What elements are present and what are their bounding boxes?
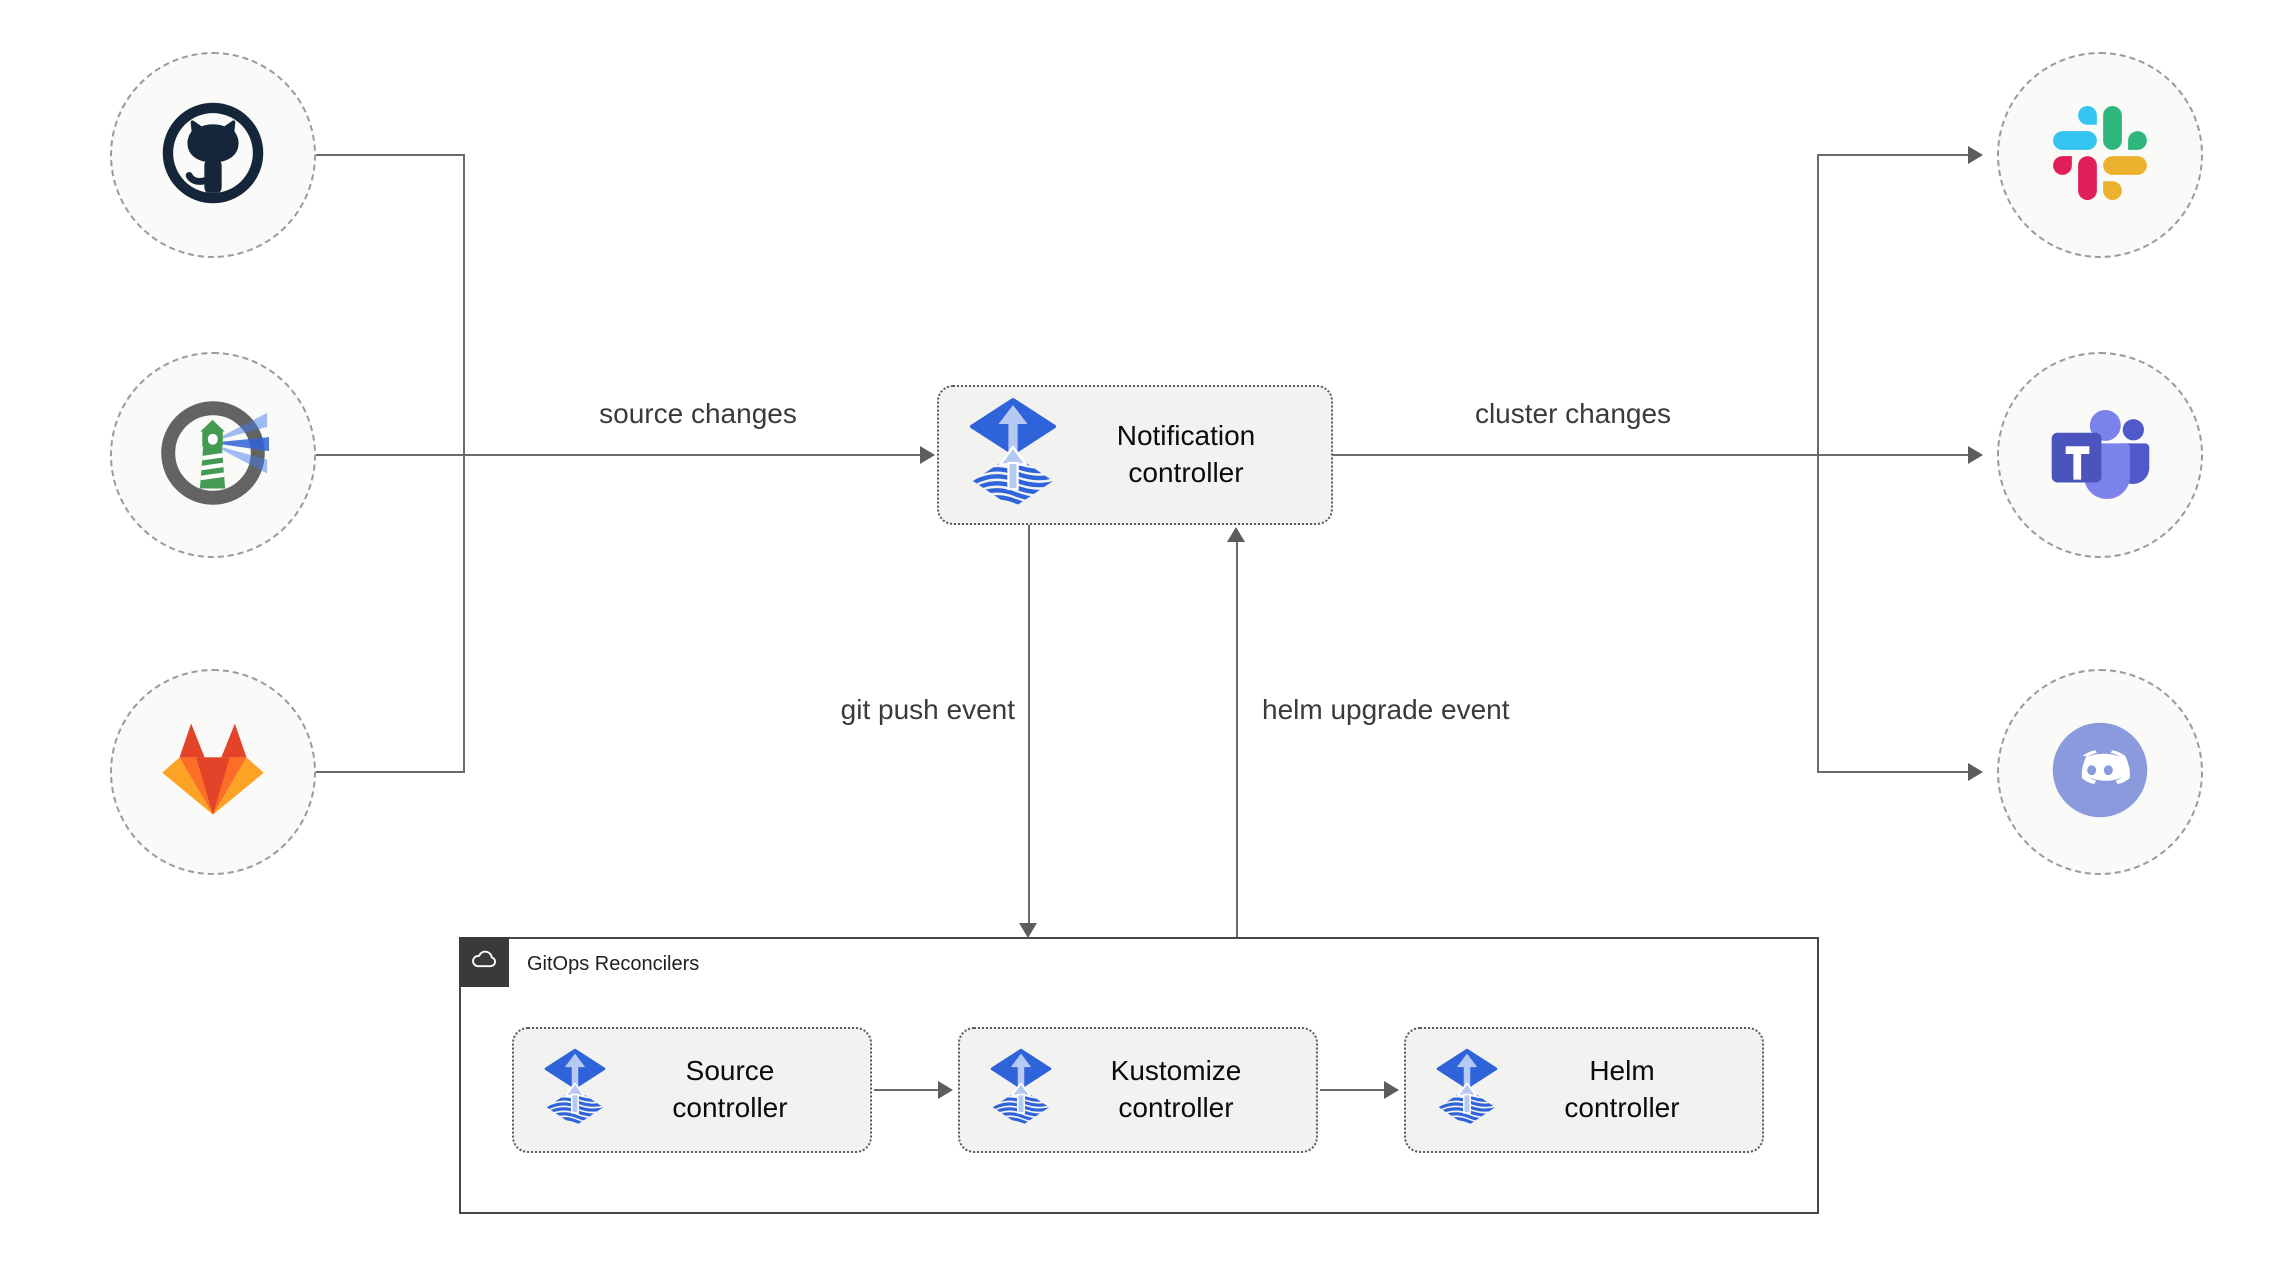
edge-source-changes-line (316, 454, 922, 456)
edge-kustomize-to-helm (1320, 1089, 1386, 1091)
kustomize-controller-node: Kustomize controller (958, 1027, 1318, 1153)
edge-label-git-push-event: git push event (840, 694, 1015, 725)
group-badge (459, 937, 509, 987)
arrowhead-into-teams (1968, 446, 1983, 464)
slack-icon (2053, 106, 2147, 205)
harbor-icon (157, 397, 269, 514)
edge-to-discord (1817, 771, 1970, 773)
github-node (110, 52, 316, 258)
edge-github-to-bus (316, 154, 464, 156)
gitlab-icon (157, 716, 269, 828)
microsoft-teams-node (1997, 352, 2203, 558)
microsoft-teams-icon (2042, 395, 2158, 516)
discord-icon (2046, 716, 2154, 829)
notification-controller-label: Notification controller (1116, 420, 1256, 488)
edge-helm-upgrade-line (1236, 542, 1238, 937)
source-controller-node: Source controller (512, 1027, 872, 1153)
source-controller-label: Source controller (672, 1055, 788, 1123)
discord-node (1997, 669, 2203, 875)
edge-to-slack (1817, 154, 1970, 156)
edge-label-helm-upgrade-event: helm upgrade event (1262, 694, 1510, 725)
arrowhead-into-helm (1384, 1081, 1399, 1099)
arrowhead-into-slack (1968, 146, 1983, 164)
helm-controller-node: Helm controller (1404, 1027, 1764, 1153)
arrowhead-into-notification (920, 446, 935, 464)
arrowhead-into-kustomize (938, 1081, 953, 1099)
edge-source-to-kustomize (874, 1089, 940, 1091)
gitlab-node (110, 669, 316, 875)
right-bus-line (1817, 154, 1819, 773)
github-icon (161, 101, 265, 210)
cloud-icon (468, 944, 500, 981)
edge-cluster-changes-line (1333, 454, 1818, 456)
edge-gitlab-to-bus (316, 771, 464, 773)
edge-label-cluster-changes: cluster changes (1474, 398, 1672, 429)
harbor-node (110, 352, 316, 558)
slack-node (1997, 52, 2203, 258)
flux-icon (544, 1048, 606, 1132)
gitops-reconcilers-title: GitOps Reconcilers (527, 953, 700, 975)
left-bus-line (463, 154, 465, 773)
arrowhead-into-discord (1968, 763, 1983, 781)
edge-to-teams (1818, 454, 1970, 456)
notification-controller-node: Notification controller (937, 385, 1333, 525)
edge-git-push-line (1028, 525, 1030, 925)
edge-label-source-changes: source changes (599, 398, 797, 429)
helm-controller-label: Helm controller (1564, 1055, 1680, 1123)
arrowhead-into-notification-bottom (1227, 527, 1245, 542)
kustomize-controller-label: Kustomize controller (1110, 1055, 1242, 1123)
arrowhead-into-reconcilers (1019, 923, 1037, 938)
flux-icon (1436, 1048, 1498, 1132)
flux-icon (969, 397, 1057, 514)
flux-icon (990, 1048, 1052, 1132)
